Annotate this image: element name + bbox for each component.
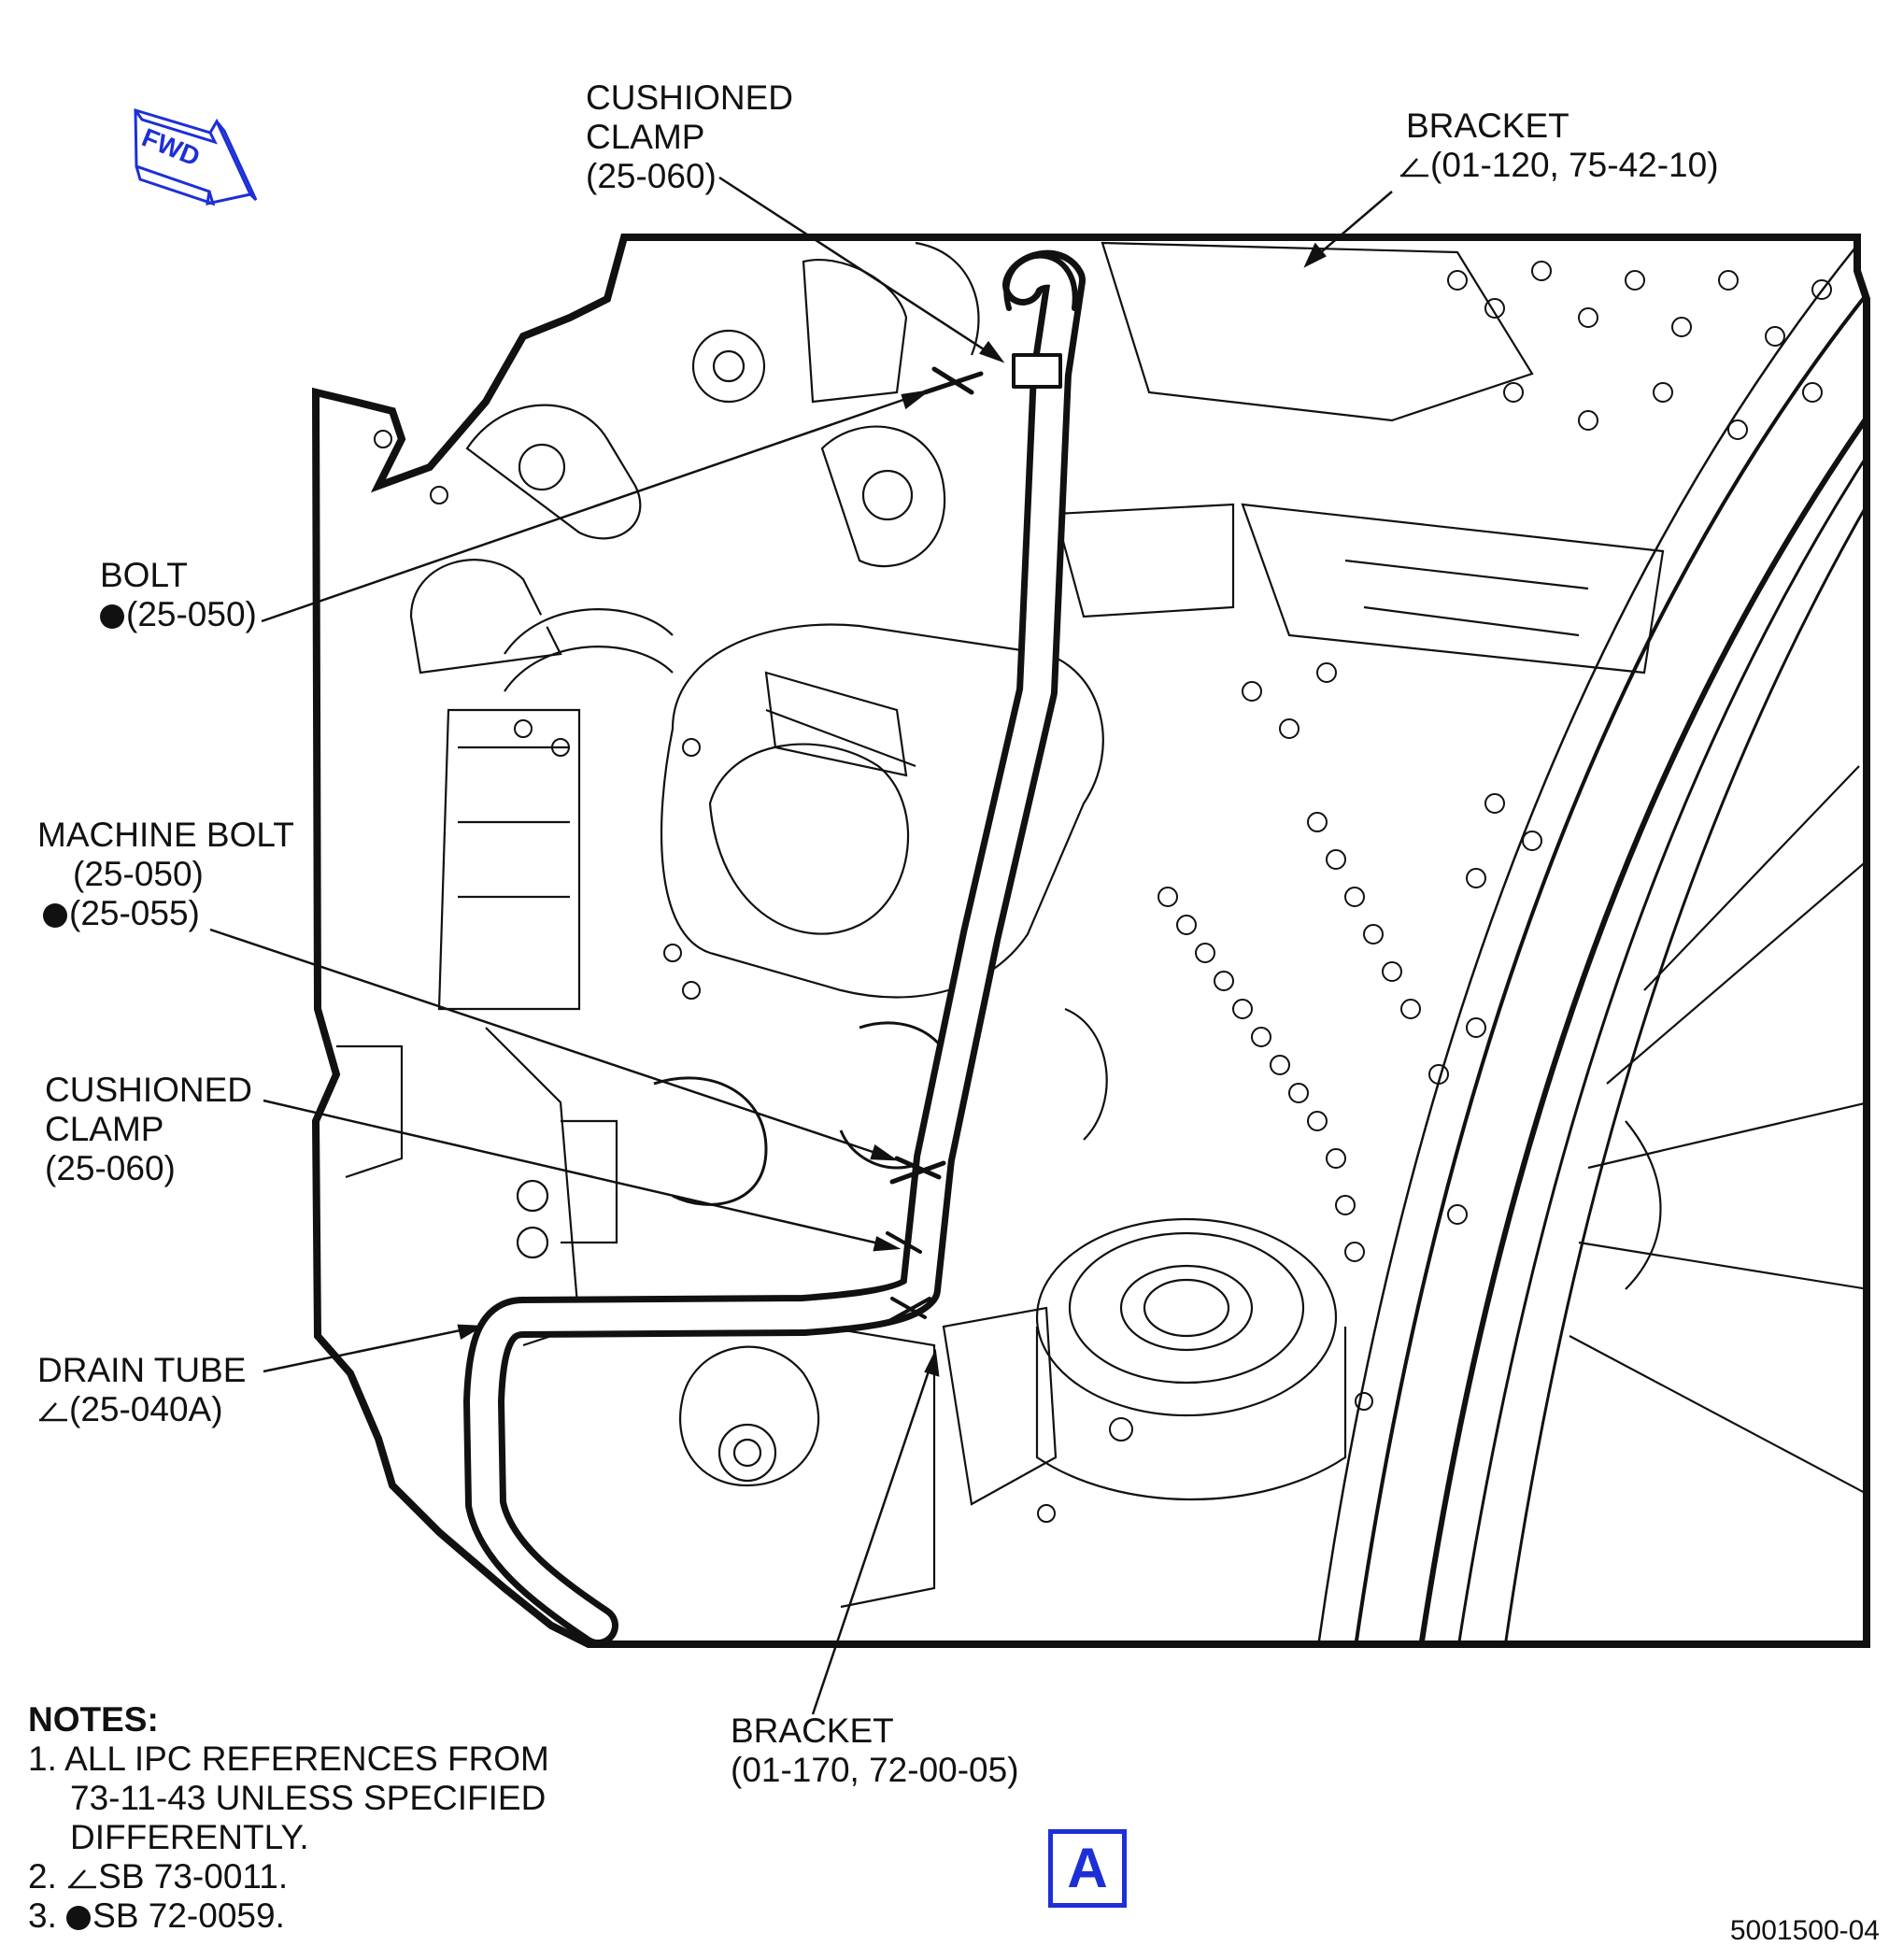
- callout-machine-bolt: MACHINE BOLT (25-050) (25-055): [37, 816, 294, 932]
- notes-title: NOTES:: [28, 1700, 159, 1739]
- notes-block: NOTES: 1. ALL IPC REFERENCES FROM 73-11-…: [28, 1700, 549, 1936]
- callout-bracket-top: BRACKET (01-120, 75-42-10): [1400, 107, 1719, 185]
- leader-lines: [209, 176, 1393, 1715]
- note-3: 3. SB 72-0059.: [28, 1896, 285, 1935]
- callout-cushioned-clamp-left: CUSHIONED CLAMP (25-060): [45, 1071, 253, 1187]
- fwd-arrow-icon: [134, 107, 258, 206]
- sb-dot-icon: [43, 903, 67, 928]
- note-1-line-2: 73-11-43 UNLESS SPECIFIED: [70, 1779, 547, 1817]
- sb-dot-icon: [66, 1906, 92, 1930]
- note-1-line-1: 1. ALL IPC REFERENCES FROM: [28, 1740, 549, 1778]
- view-label-box: A: [1048, 1829, 1127, 1908]
- callout-bracket-bottom: BRACKET (01-170, 72-00-05): [731, 1711, 1019, 1789]
- note-1-line-3: DIFFERENTLY.: [70, 1818, 309, 1856]
- sb-triangle-icon: [1400, 158, 1428, 178]
- callout-bolt: BOLT (25-050): [100, 556, 257, 633]
- sb-triangle-icon: [39, 1402, 67, 1422]
- figure-number: 5001500-04: [1729, 1915, 1880, 1946]
- sb-dot-icon: [100, 604, 124, 629]
- callout-cushioned-clamp-top: CUSHIONED CLAMP (25-060): [586, 78, 794, 195]
- view-frame: [311, 234, 1870, 1648]
- drain-tube-outline: [463, 249, 1086, 1646]
- callout-drain-tube: DRAIN TUBE (25-040A): [37, 1351, 247, 1428]
- note-2: 2. SB 73-0011.: [28, 1857, 289, 1896]
- sb-triangle-icon: [68, 1869, 97, 1889]
